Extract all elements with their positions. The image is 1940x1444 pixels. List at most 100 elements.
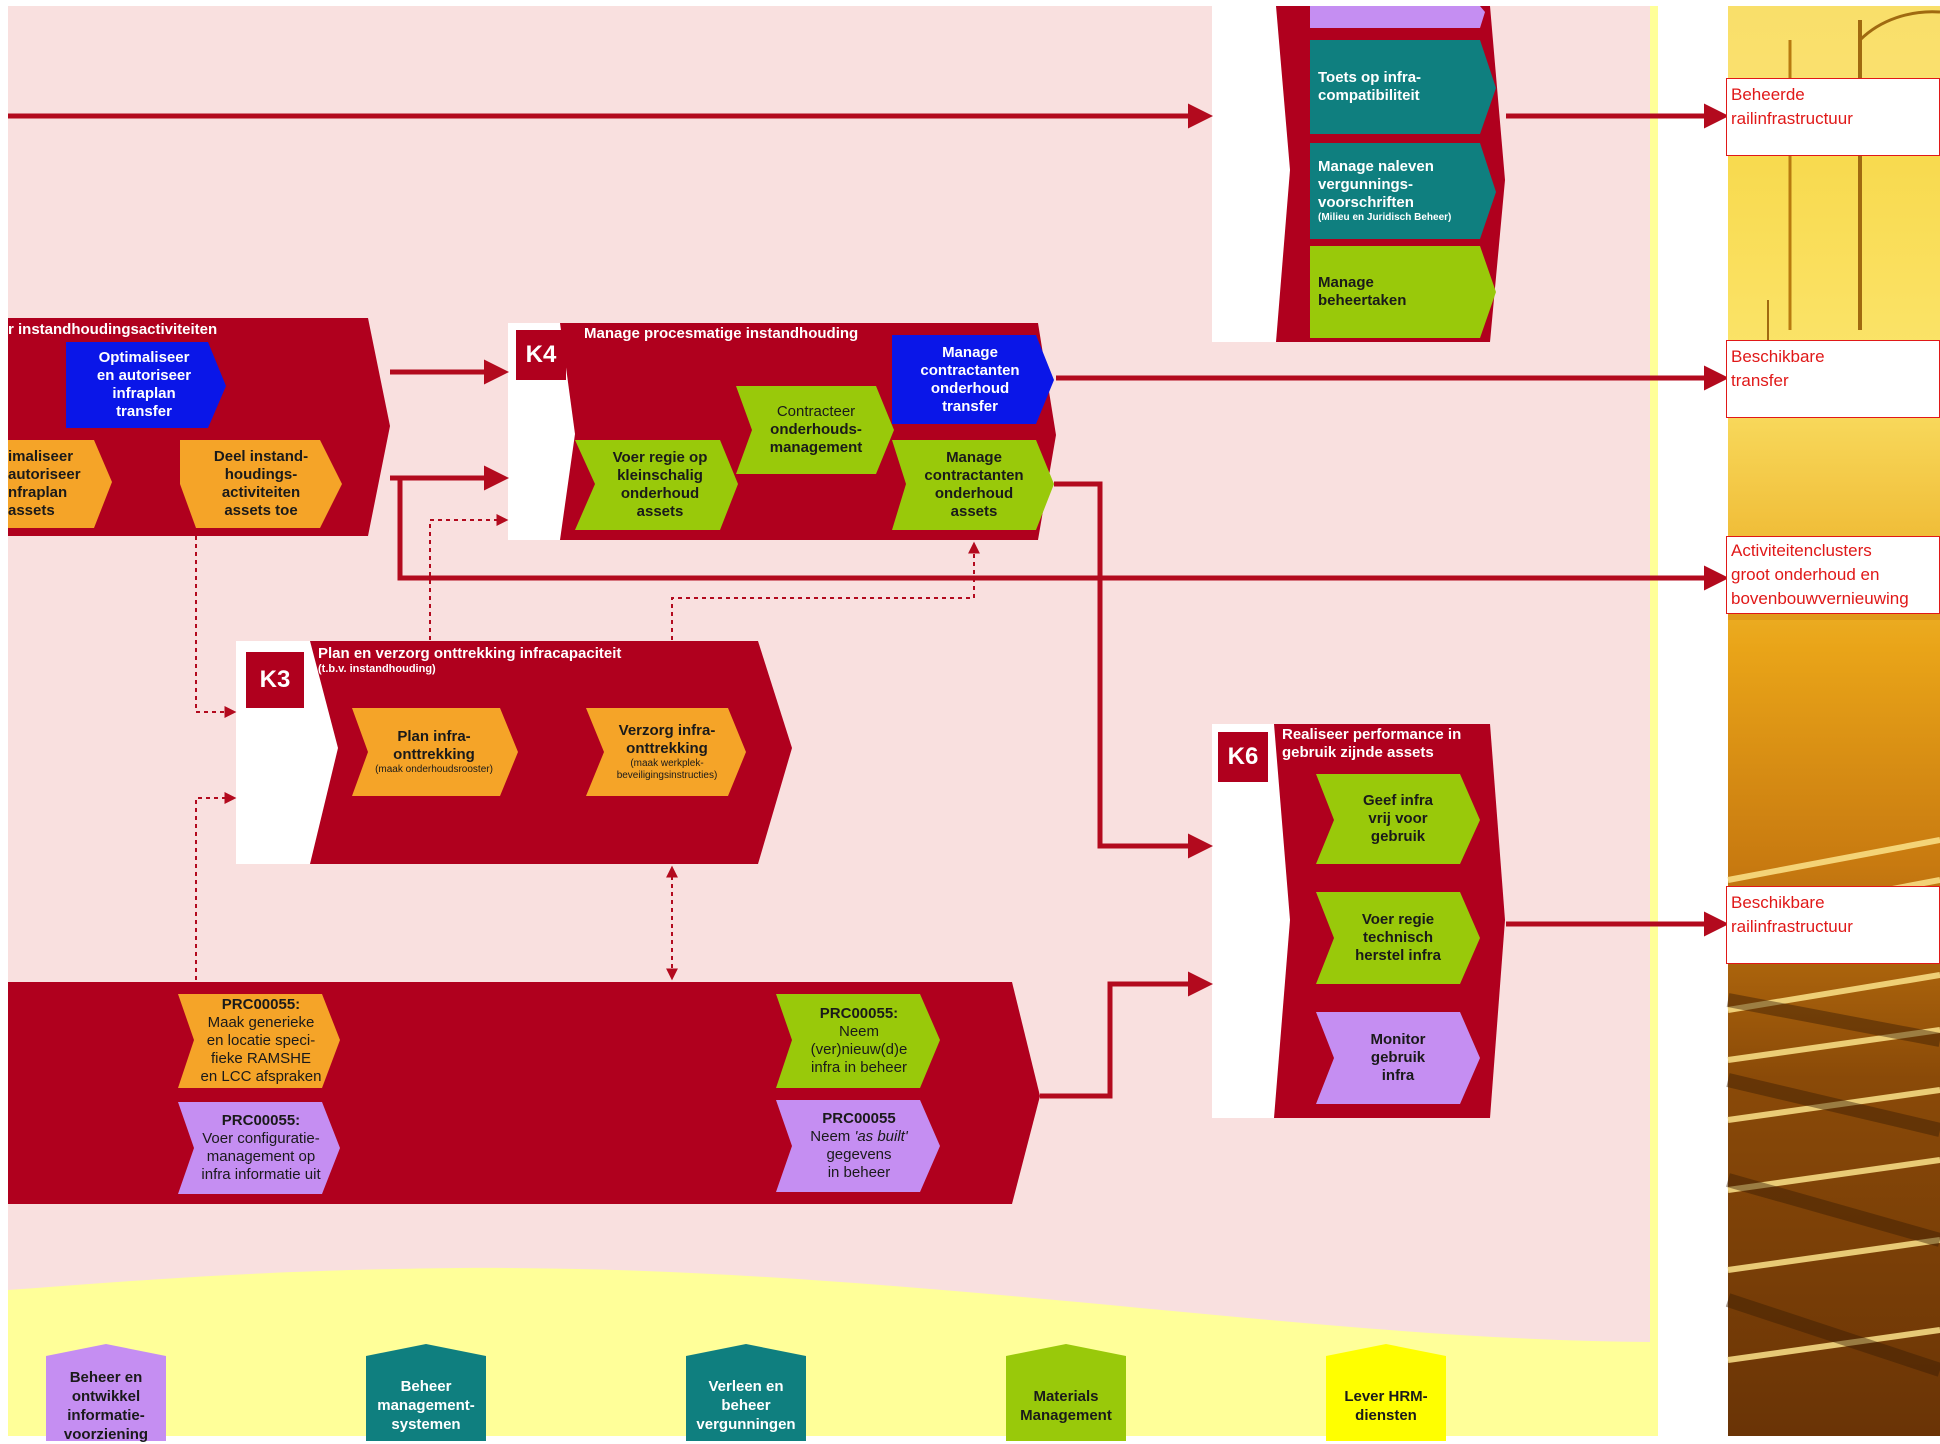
support-box-managementsystemen[interactable] — [366, 1344, 486, 1441]
label-line: gebruik — [1370, 1049, 1426, 1066]
flow-arrows — [8, 103, 1729, 1099]
block-title-instandhouding: r instandhoudingsactiviteiten — [8, 321, 218, 338]
label-line: assets — [636, 503, 684, 520]
output-line: railinfrastructuur — [1731, 917, 1853, 936]
label-line: onderhoud — [620, 485, 700, 502]
label-line: onttrekking — [626, 740, 708, 757]
chevron-prc-maak[interactable] — [178, 994, 340, 1088]
label-optimaliseer-transfer: Optimaliseer en autoriseer infraplan tra… — [70, 342, 218, 428]
dotted-links — [195, 514, 980, 981]
label-line-sub: beveiligingsinstructies) — [616, 770, 718, 781]
label-line: nfraplan — [8, 484, 68, 501]
label-line: Deel instand- — [213, 448, 309, 465]
label-line: Voer regie — [1361, 911, 1435, 928]
label-part: Neem — [810, 1128, 855, 1145]
chevron-manage-naleven[interactable] — [1310, 143, 1496, 239]
block-title-k4: Manage procesmatige instandhouding — [584, 325, 859, 342]
label-line: compatibiliteit — [1318, 87, 1420, 104]
label-line: en LCC afspraken — [200, 1068, 322, 1085]
label-line: vergunnings- — [1318, 176, 1414, 193]
support-label-informatievoorziening: Beheer en ontwikkel informatie- voorzien… — [46, 1356, 166, 1443]
label-manage-beheertaken: Manage beheertaken — [1312, 246, 1482, 338]
label-line-sub: (maak werkplek- — [630, 758, 704, 769]
label-geef-infra: Geef infra vrij voor gebruik — [1326, 774, 1470, 864]
label-line: transfer — [942, 397, 998, 415]
block-title-k6: Realiseer performance in gebruik zijnde … — [1282, 726, 1461, 762]
label-line: houdings- — [224, 466, 298, 483]
label-prc-maak: PRC00055: Maak generieke en locatie spec… — [186, 994, 336, 1088]
railway-photo — [1725, 6, 1940, 1436]
support-line: vergunningen — [696, 1416, 796, 1433]
chevron-prc-neem-asbuilt[interactable] — [776, 1100, 940, 1192]
support-box-materials[interactable] — [1006, 1344, 1126, 1441]
chevron-plan-infra[interactable] — [352, 708, 518, 796]
support-label-materials: Materials Management — [1006, 1356, 1126, 1441]
support-line: Management — [1020, 1406, 1112, 1424]
chevron-geef-infra[interactable] — [1316, 774, 1480, 864]
chevron-manage-transfer[interactable] — [892, 335, 1054, 424]
output-line: Activiteitenclusters — [1731, 541, 1872, 560]
label-toets: Toets op infra- compatibiliteit — [1312, 40, 1482, 134]
output-beheerde-railinfrastructuur: Beheerde railinfrastructuur — [1726, 78, 1940, 156]
label-line: fieke RAMSHE — [210, 1050, 312, 1067]
label-line: infra — [1381, 1067, 1415, 1084]
output-line: Beschikbare — [1731, 347, 1825, 366]
label-line: beheertaken — [1318, 292, 1407, 309]
label-manage-assets: Manage contractanten onderhoud assets — [902, 440, 1046, 530]
label-line: onderhoud — [930, 379, 1010, 397]
output-activiteitenclusters: Activiteitenclusters groot onderhoud en … — [1726, 536, 1940, 614]
block-title-k3-text: Plan en verzorg onttrekking infracapacit… — [318, 645, 622, 662]
label-line: kleinschalig — [617, 467, 703, 484]
label-line: Maak generieke — [207, 1014, 315, 1031]
support-line: beheer — [721, 1397, 771, 1414]
chevron-manage-beheertaken[interactable] — [1310, 246, 1496, 338]
block-subtitle-k3: (t.b.v. instandhouding) — [318, 663, 436, 675]
support-box-hrm[interactable] — [1326, 1344, 1446, 1441]
chevron-prc-neem-vernieuwde[interactable] — [776, 994, 940, 1088]
label-line: assets — [8, 502, 55, 519]
output-line: railinfrastructuur — [1731, 109, 1853, 128]
label-prc-neem-asbuilt: PRC00055 Neem 'as built' gegevens in beh… — [786, 1100, 932, 1192]
label-line: Voer regie op — [612, 449, 708, 466]
label-line: management op — [206, 1148, 316, 1165]
chevron-prc-voer[interactable] — [178, 1102, 340, 1194]
chevron-manage-assets[interactable] — [892, 440, 1054, 530]
output-line: groot onderhoud en — [1731, 565, 1880, 584]
chevron-optimaliseer-assets[interactable] — [8, 440, 112, 528]
support-line: Beheer — [400, 1378, 452, 1395]
k6-tag: K6 — [1218, 732, 1268, 782]
label-plan-infra: Plan infra- onttrekking (maak onderhouds… — [356, 708, 512, 796]
support-line: diensten — [1355, 1406, 1417, 1424]
chevron-verzorg-infra[interactable] — [586, 708, 746, 796]
label-line: PRC00055 — [822, 1110, 896, 1127]
label-line: onttrekking — [393, 746, 475, 763]
chevron-toets[interactable] — [1310, 40, 1496, 134]
label-line: Manage — [946, 449, 1002, 466]
chevron-monitor[interactable] — [1316, 1012, 1480, 1104]
label-line: gegevens — [826, 1146, 892, 1163]
label-line: onderhouds- — [770, 421, 862, 438]
label-verzorg-infra: Verzorg infra- onttrekking (maak werkple… — [594, 708, 740, 796]
label-line: Neem — [838, 1023, 879, 1040]
chevron-optimaliseer-transfer[interactable] — [66, 342, 226, 428]
chevron-voer-regie-technisch[interactable] — [1316, 892, 1480, 984]
chevron-voer-regie[interactable] — [575, 440, 738, 530]
label-line: Manage — [1318, 274, 1374, 291]
label-line: herstel infra — [1355, 947, 1441, 964]
chevron-deel[interactable] — [180, 440, 342, 528]
label-line: Plan infra- — [397, 728, 471, 745]
support-line: Materials — [1033, 1387, 1099, 1405]
support-label-hrm: Lever HRM- diensten — [1326, 1356, 1446, 1441]
label-manage-transfer: Manage contractanten onderhoud transfer — [896, 335, 1044, 424]
label-line: in beheer — [827, 1164, 891, 1181]
label-line: infraplan — [112, 385, 176, 402]
label-line: en autoriseer — [96, 367, 192, 384]
support-box-informatievoorziening[interactable] — [46, 1344, 166, 1441]
block-title-k3: Plan en verzorg onttrekking infracapacit… — [318, 645, 621, 676]
label-line: onderhoud — [934, 485, 1014, 502]
label-line: PRC00055: — [221, 996, 301, 1013]
support-box-vergunningen[interactable] — [686, 1344, 806, 1441]
chevron-contracteer[interactable] — [736, 386, 894, 474]
